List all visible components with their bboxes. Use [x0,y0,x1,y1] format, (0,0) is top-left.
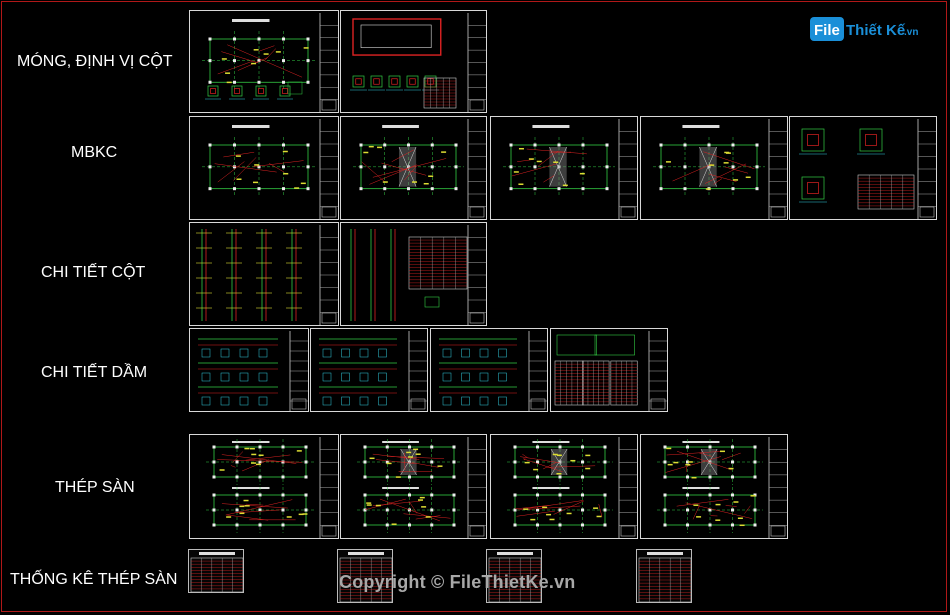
sheet-mong-2 [340,10,487,113]
row-label-chi-tiet-cot: CHI TIẾT CỘT [41,264,146,281]
sheet-thong-ke-4 [636,549,692,603]
sheet-mbkc-2 [340,116,487,220]
filethietke-logo: File Thiết Kế .vn [810,14,922,44]
copyright-watermark: Copyright © FileThietKe.vn [339,572,576,592]
sheet-san-4 [640,434,788,539]
sheet-cot-1 [189,222,339,326]
svg-text:Thiết Kế: Thiết Kế [846,22,906,39]
sheet-mbkc-1 [189,116,339,220]
sheet-thong-ke-3 [486,549,542,603]
sheet-san-2 [340,434,487,539]
svg-text:.vn: .vn [904,27,918,38]
row-label-thong-ke-thep-san: THỐNG KÊ THÉP SÀN [10,571,178,588]
svg-text:File: File [814,22,840,39]
sheet-mbkc-4 [640,116,788,220]
sheet-san-3 [490,434,638,539]
sheet-cot-2 [340,222,487,326]
sheet-mbkc-3 [490,116,638,220]
row-label-thep-san: THÉP SÀN [55,479,135,496]
sheet-dam-2 [310,328,428,412]
row-label-chi-tiet-dam: CHI TIẾT DẦM [41,364,148,381]
sheet-thong-ke-1 [188,549,244,593]
row-label-mbkc: MBKC [71,144,118,161]
sheet-thong-ke-2 [337,549,393,603]
sheet-dam-3 [430,328,548,412]
sheet-san-1 [189,434,339,539]
row-label-mong: MÓNG, ĐỊNH VỊ CỘT [17,53,173,70]
sheet-mong-1 [189,10,339,113]
sheet-dam-4 [550,328,668,412]
sheet-dam-1 [189,328,309,412]
sheet-mbkc-5 [789,116,937,220]
